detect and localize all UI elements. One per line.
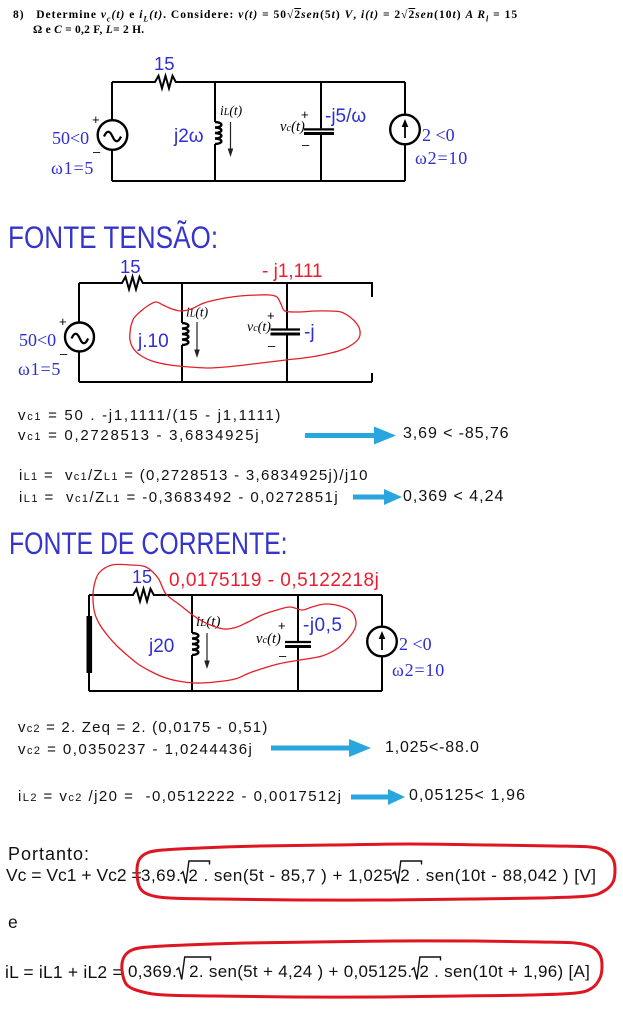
svg-text:vc(t): vc(t) [280,119,305,135]
svg-text:2 <0: 2 <0 [422,125,455,145]
svg-text:–: – [93,144,101,159]
svg-text:15: 15 [132,567,152,587]
svg-text:50<0: 50<0 [19,330,56,350]
svg-text:j2ω: j2ω [173,126,204,147]
svg-text:+: + [59,314,67,329]
svg-text:-j: -j [304,322,315,343]
svg-text:50<0: 50<0 [52,128,89,148]
svg-text:+: + [267,308,275,323]
svg-text:-j0,5: -j0,5 [303,615,342,636]
svg-text:iL(t): iL(t) [220,103,243,118]
svg-text:j.10: j.10 [137,331,169,352]
svg-text:–: – [302,137,310,152]
svg-text:-j5/ω: -j5/ω [325,106,366,127]
svg-text:0,0175119 - 0,5122218j: 0,0175119 - 0,5122218j [169,570,379,591]
svg-text:–: – [60,346,68,361]
svg-text:+: + [278,618,286,633]
svg-text:15: 15 [120,256,141,277]
svg-text:–: – [268,338,276,353]
svg-text:ω1=5: ω1=5 [18,359,61,379]
svg-text:vc(t): vc(t) [256,631,281,647]
svg-text:15: 15 [154,53,175,74]
svg-text:+: + [301,107,309,122]
svg-text:ω2=10: ω2=10 [392,660,445,680]
svg-text:–: – [279,648,287,663]
svg-text:vc(t): vc(t) [247,320,271,335]
svg-text:ω2=10: ω2=10 [415,148,468,168]
svg-text:ω1=5: ω1=5 [51,158,94,178]
svg-text:2 <0: 2 <0 [399,634,432,654]
svg-text:j20: j20 [148,636,174,657]
svg-text:- j1,111: - j1,111 [262,261,323,282]
svg-text:+: + [92,112,100,127]
